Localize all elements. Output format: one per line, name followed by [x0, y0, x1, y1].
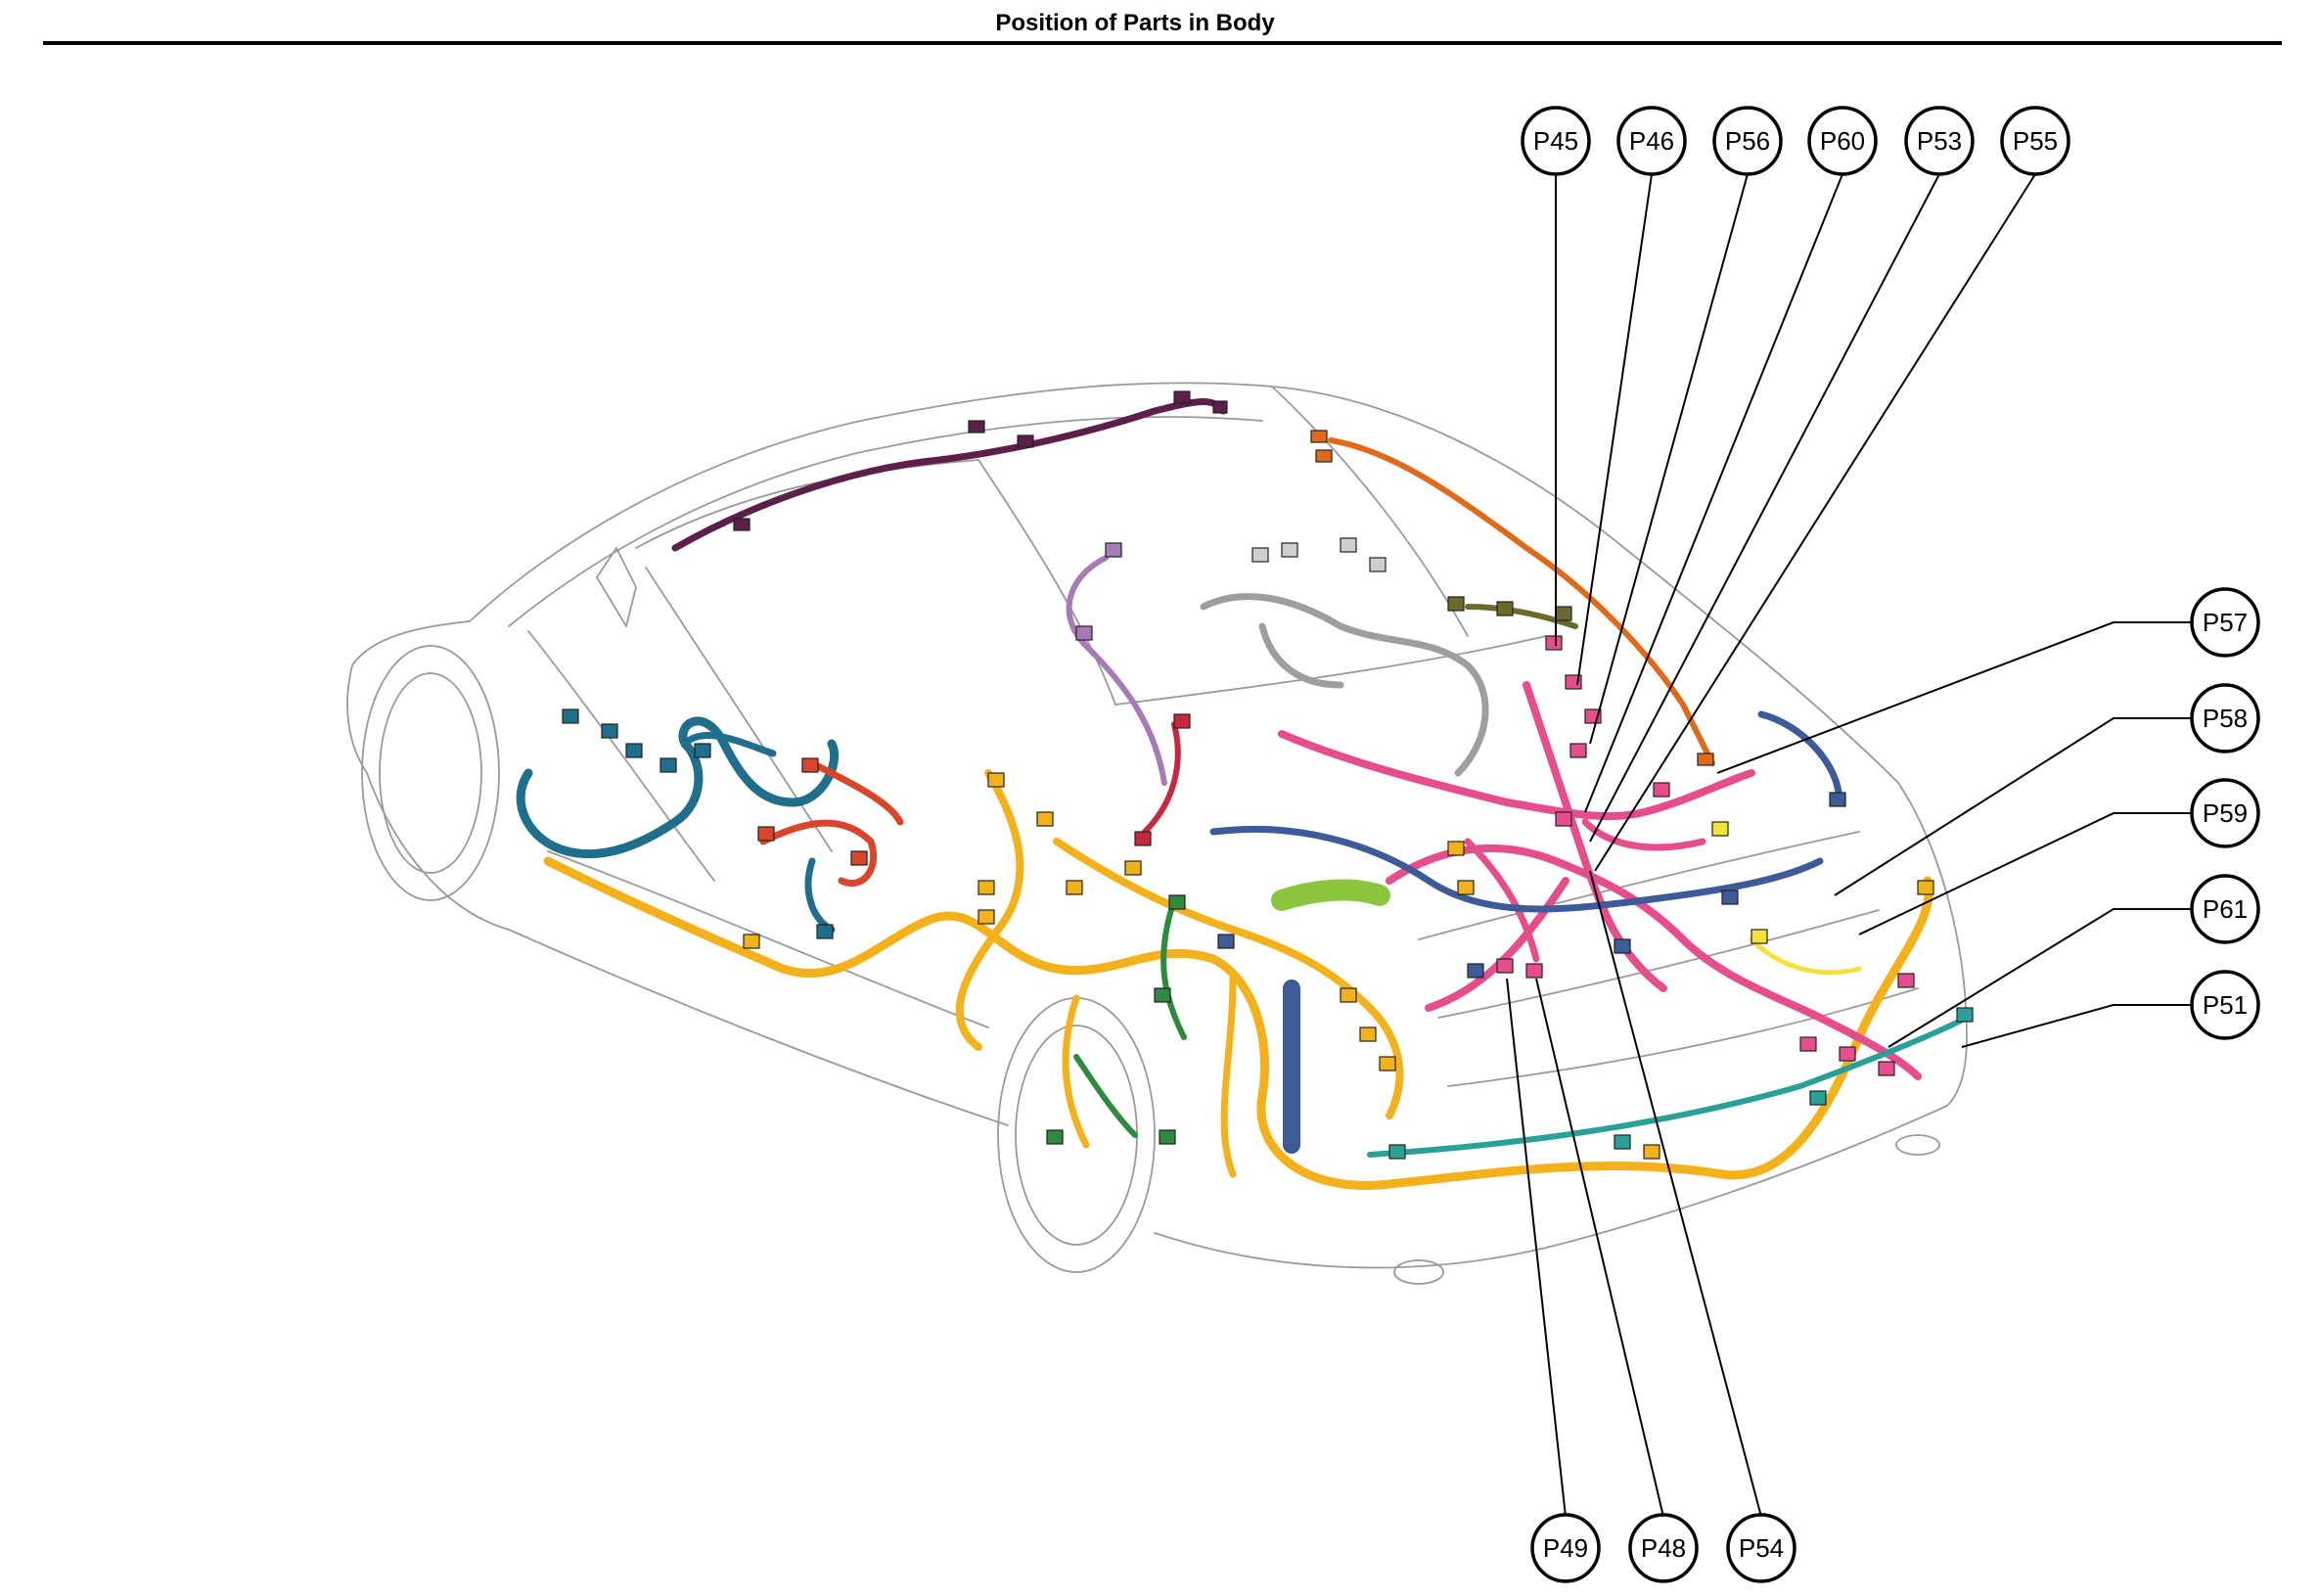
- crimson-harness: [1142, 721, 1181, 835]
- gray-harness: [1200, 593, 1489, 777]
- leader-lines: [1506, 173, 2192, 1518]
- callout-p46: P46: [1616, 106, 1687, 176]
- callout-label: P48: [1641, 1533, 1686, 1563]
- lime-junction-block: [1271, 879, 1390, 911]
- callout-p45: P45: [1521, 106, 1591, 176]
- green-harness: [1073, 897, 1187, 1138]
- roof-harness: [671, 398, 1227, 552]
- floor-harness: [543, 856, 1933, 1190]
- lilac-harness: [1066, 555, 1167, 786]
- callout-label: P55: [2013, 126, 2058, 156]
- title-rule: [43, 41, 2282, 45]
- callout-label: P46: [1629, 126, 1674, 156]
- callout-p57: P57: [2190, 587, 2260, 658]
- callout-label: P57: [2203, 608, 2248, 637]
- teal-harness: [1367, 1015, 1970, 1158]
- pink-harness: [1278, 681, 1922, 1080]
- connectors: [562, 390, 1974, 1160]
- callout-label: P49: [1543, 1533, 1588, 1563]
- orange-harness: [1328, 437, 1715, 766]
- callout-label: P45: [1533, 126, 1578, 156]
- page-title: Position of Parts in Body: [995, 10, 1275, 36]
- callout-label: P56: [1725, 126, 1770, 156]
- callout-label: P58: [2203, 704, 2248, 733]
- callout-p51: P51: [2190, 970, 2260, 1040]
- yellow-harness: [1749, 936, 1862, 976]
- callout-p48: P48: [1628, 1513, 1699, 1583]
- callout-p49: P49: [1530, 1513, 1601, 1583]
- callout-p54: P54: [1726, 1513, 1796, 1583]
- callout-label: P61: [2203, 894, 2248, 924]
- callout-p61: P61: [2190, 874, 2260, 944]
- callout-p60: P60: [1807, 106, 1878, 176]
- callout-label: P51: [2203, 990, 2248, 1020]
- callout-label: P59: [2203, 798, 2248, 828]
- navy-harness: [1209, 710, 1843, 913]
- wire-harnesses: [516, 398, 1970, 1190]
- callout-label: P60: [1820, 126, 1865, 156]
- olive-harness: [1465, 604, 1578, 629]
- callout-p53: P53: [1904, 106, 1975, 176]
- callout-label: P53: [1917, 126, 1962, 156]
- callout-label: P54: [1739, 1533, 1784, 1563]
- door-harness: [516, 716, 840, 859]
- callout-p59: P59: [2190, 778, 2260, 848]
- door-red-harness: [759, 759, 904, 888]
- callout-p55: P55: [2000, 106, 2070, 176]
- callout-p58: P58: [2190, 683, 2260, 753]
- callout-p56: P56: [1712, 106, 1783, 176]
